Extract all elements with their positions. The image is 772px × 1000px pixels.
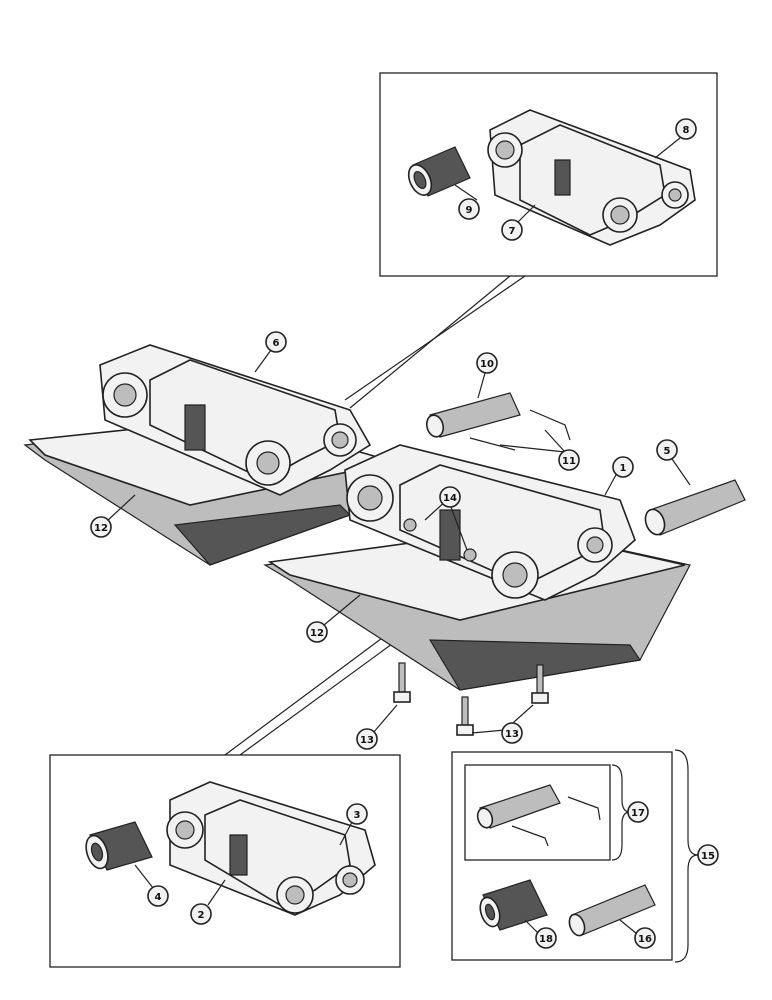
callout-3: 3 — [346, 803, 368, 825]
pin-5 — [644, 479, 746, 536]
inset-box-top — [379, 72, 718, 277]
svg-text:16: 16 — [638, 934, 652, 945]
svg-text:2: 2 — [198, 910, 205, 921]
callout-12-left: 12 — [90, 516, 112, 538]
callout-6: 6 — [265, 331, 287, 353]
svg-text:10: 10 — [480, 359, 494, 370]
bolt-13-left — [393, 662, 411, 703]
svg-text:8: 8 — [683, 125, 690, 136]
svg-text:12: 12 — [94, 523, 108, 534]
svg-text:15: 15 — [701, 851, 715, 862]
callout-12-right: 12 — [306, 621, 328, 643]
arrow-top-to-link-b — [349, 275, 511, 409]
kit-pin-16 — [568, 884, 656, 937]
bracket-15 — [674, 749, 699, 963]
svg-text:13: 13 — [505, 729, 519, 740]
cotter-11 — [469, 409, 571, 451]
inset-box-kit-17 — [464, 764, 611, 861]
kit-pin-17 — [476, 784, 561, 829]
callout-15: 15 — [697, 844, 719, 866]
callout-10: 10 — [476, 352, 498, 374]
callout-11: 11 — [558, 449, 580, 471]
callout-18: 18 — [535, 927, 557, 949]
svg-text:12: 12 — [310, 628, 324, 639]
callout-1: 1 — [612, 456, 634, 478]
svg-text:6: 6 — [273, 338, 280, 349]
callout-5: 5 — [656, 439, 678, 461]
svg-text:13: 13 — [360, 735, 374, 746]
callout-4: 4 — [147, 885, 169, 907]
callout-14: 14 — [439, 486, 461, 508]
svg-text:18: 18 — [539, 934, 553, 945]
svg-text:14: 14 — [443, 493, 457, 504]
callout-9: 9 — [458, 198, 480, 220]
inset-top-bushing — [407, 146, 471, 197]
inset-bottom-link — [166, 781, 376, 916]
svg-text:1: 1 — [620, 463, 627, 474]
svg-text:17: 17 — [631, 808, 645, 819]
callout-13-right: 13 — [501, 722, 523, 744]
kit-bushing-18 — [479, 879, 548, 931]
callout-8: 8 — [675, 118, 697, 140]
callout-7: 7 — [501, 219, 523, 241]
svg-text:5: 5 — [664, 446, 671, 457]
inset-box-kit — [451, 751, 673, 961]
svg-text:3: 3 — [354, 810, 361, 821]
callout-13-left: 13 — [356, 728, 378, 750]
inset-top-link — [487, 109, 696, 246]
track-link-left — [99, 344, 372, 496]
callout-2: 2 — [190, 903, 212, 925]
inset-box-bottom-left — [49, 754, 401, 968]
bolt-13-right — [531, 664, 549, 704]
callout-17: 17 — [627, 801, 649, 823]
svg-text:7: 7 — [509, 226, 516, 237]
kit-cotter-17 — [511, 796, 601, 847]
svg-text:4: 4 — [155, 892, 162, 903]
inset-bottom-bushing — [85, 821, 153, 871]
callout-16: 16 — [634, 927, 656, 949]
pin-10 — [425, 392, 521, 438]
svg-text:9: 9 — [466, 205, 473, 216]
bolt-13-mid — [456, 696, 474, 736]
svg-text:11: 11 — [562, 456, 576, 467]
